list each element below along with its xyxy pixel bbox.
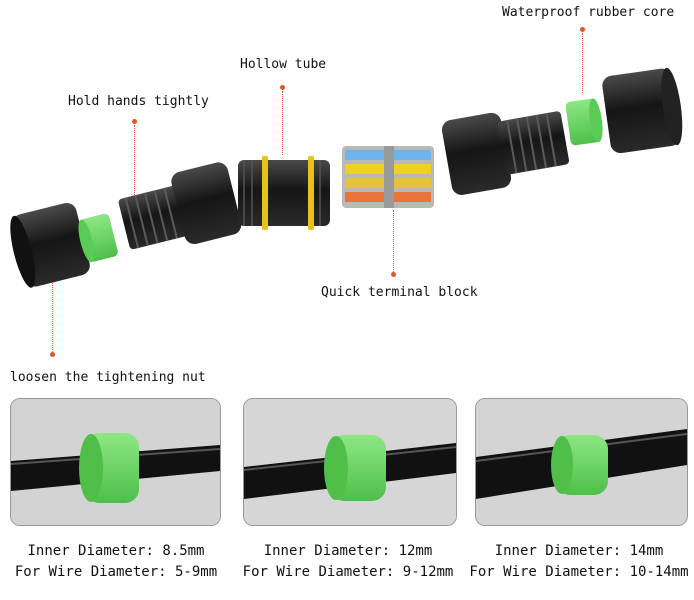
left-rubber-core [78, 213, 118, 263]
right-rubber-core [565, 98, 603, 146]
callout-dot [280, 85, 285, 90]
inner-diameter-label: Inner Diameter: 12mm [263, 543, 433, 559]
callout-terminal-block: Quick terminal block [321, 285, 478, 300]
callout-dot [391, 272, 396, 277]
diameter-panel-small [10, 398, 221, 526]
right-body [441, 111, 570, 195]
callout-leader [282, 91, 283, 155]
callout-dot [50, 352, 55, 357]
callout-waterproof-core: Waterproof rubber core [502, 5, 675, 20]
cable-with-ring [244, 399, 456, 525]
callout-leader [393, 210, 394, 272]
callout-leader [582, 33, 583, 93]
hollow-tube [238, 156, 330, 230]
left-body [118, 162, 242, 250]
callout-hold-hands: Hold hands tightly [68, 94, 209, 109]
cable-with-ring [476, 399, 687, 525]
left-nut [10, 202, 90, 288]
callout-dot [580, 27, 585, 32]
right-nut [602, 67, 683, 154]
diameter-panel-medium [243, 398, 457, 526]
connector-assembly [10, 67, 683, 288]
inner-diameter-label: Inner Diameter: 8.5mm [27, 543, 205, 559]
cable-with-ring [11, 399, 220, 525]
callout-leader [134, 125, 135, 195]
diameter-panel-large [475, 398, 688, 526]
callout-loosen-nut: loosen the tightening nut [10, 370, 206, 385]
caption-large: Inner Diameter: 14mm For Wire Diameter: … [464, 541, 694, 583]
wire-diameter-label: For Wire Diameter: 9-12mm [242, 564, 454, 580]
callout-leader [52, 282, 53, 352]
caption-medium: Inner Diameter: 12mm For Wire Diameter: … [232, 541, 464, 583]
callout-dot [132, 119, 137, 124]
callout-hollow-tube: Hollow tube [240, 57, 327, 72]
inner-diameter-label: Inner Diameter: 14mm [494, 543, 664, 559]
caption-small: Inner Diameter: 8.5mm For Wire Diameter:… [0, 541, 232, 583]
terminal-block [342, 146, 434, 208]
wire-diameter-label: For Wire Diameter: 10-14mm [469, 564, 689, 580]
wire-diameter-label: For Wire Diameter: 5-9mm [14, 564, 218, 580]
